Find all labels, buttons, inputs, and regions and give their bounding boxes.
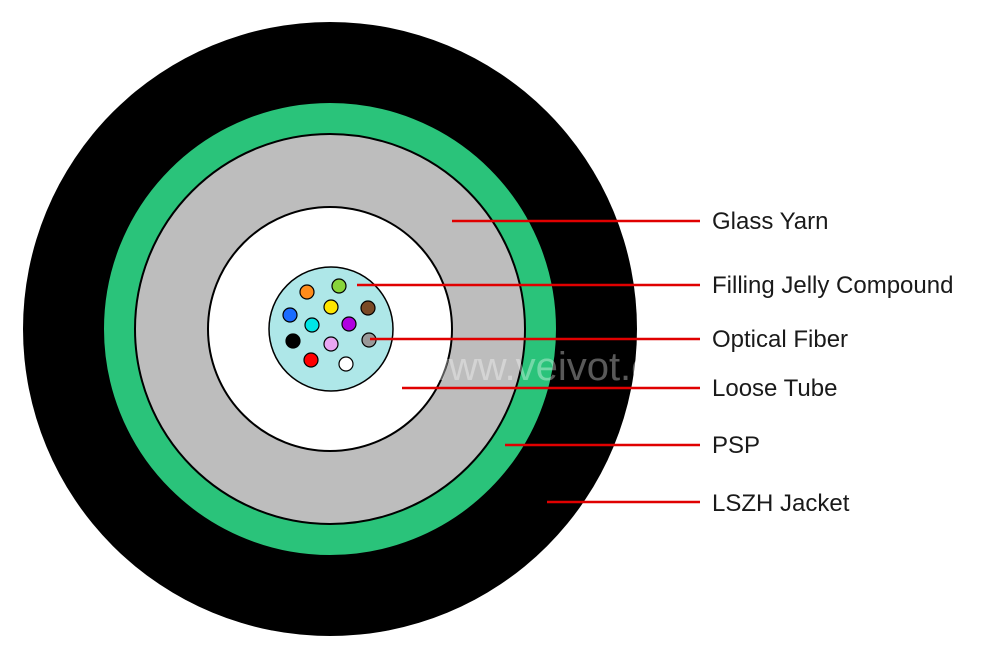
fiber-brown (360, 300, 376, 316)
label-loose-tube: Loose Tube (712, 375, 837, 402)
fiber-red (303, 352, 319, 368)
fiber-rose (323, 336, 339, 352)
fiber-green (331, 278, 347, 294)
filling-jelly-layer (268, 266, 394, 392)
fiber-white (338, 356, 354, 372)
watermark-text: www.veivot.com (419, 345, 707, 389)
fiber-blue (282, 307, 298, 323)
fiber-violet (341, 316, 357, 332)
label-psp: PSP (712, 432, 760, 459)
label-filling-jelly-compound: Filling Jelly Compound (712, 272, 953, 299)
label-lszh-jacket: LSZH Jacket (712, 490, 850, 517)
label-optical-fiber: Optical Fiber (712, 326, 848, 353)
leader-lines-group (357, 219, 700, 504)
fiber-yellow (323, 299, 339, 315)
optical-fibers-group (282, 278, 377, 372)
fiber-aqua (304, 317, 320, 333)
label-glass-yarn: Glass Yarn (712, 208, 829, 235)
fiber-black (285, 333, 301, 349)
fiber-orange (299, 284, 315, 300)
